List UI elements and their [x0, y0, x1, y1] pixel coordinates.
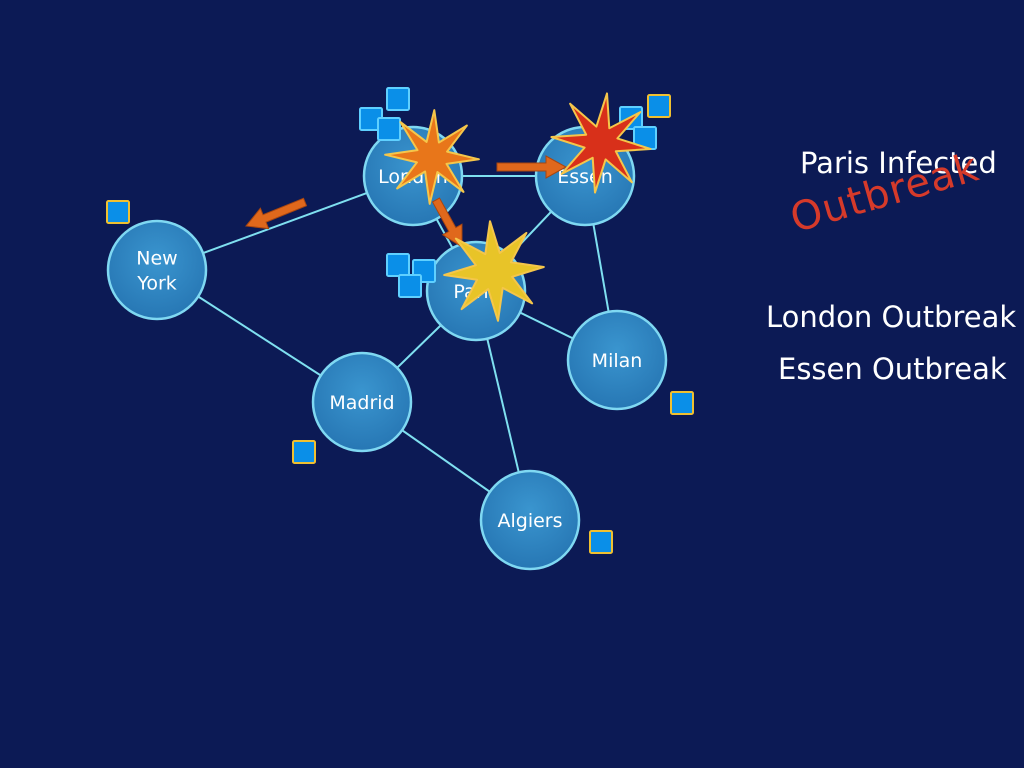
city-label: Milan	[592, 350, 643, 372]
london-outbreak-star	[384, 109, 480, 205]
infection-cube	[398, 274, 422, 298]
arrow-london-to-essen	[496, 155, 568, 179]
infection-cube	[386, 253, 410, 277]
paris-infection-star	[443, 220, 545, 322]
infection-cube	[647, 94, 671, 118]
infection-cubes	[106, 87, 694, 554]
outbreak-arrows	[245, 155, 568, 248]
city-node-algiers: Algiers	[479, 469, 581, 571]
city-circle	[566, 309, 668, 411]
city-label: Algiers	[497, 510, 562, 532]
city-node-madrid: Madrid	[311, 351, 413, 453]
essen-outbreak-star	[550, 92, 652, 194]
city-circle	[106, 219, 208, 321]
infection-cube	[106, 200, 130, 224]
infection-cube	[377, 117, 401, 141]
infection-cube	[292, 440, 316, 464]
city-label: Madrid	[329, 392, 394, 414]
city-node-milan: Milan	[566, 309, 668, 411]
city-circle	[311, 351, 413, 453]
city-label: New	[136, 248, 177, 270]
infection-cube	[589, 530, 613, 554]
city-nodes: NewYorkLondonEssenParisMilanMadridAlgier…	[106, 125, 668, 571]
arrow-london-to-new-york	[245, 197, 308, 230]
essen-outbreak-note: Essen Outbreak	[778, 352, 1007, 386]
outbreak-stars	[384, 92, 652, 322]
connection-lines	[156, 175, 618, 521]
arrow-london-to-paris	[431, 197, 463, 248]
paris-infected-note: Paris Infected	[800, 146, 997, 180]
city-circle	[479, 469, 581, 571]
infection-cube	[386, 87, 410, 111]
london-outbreak-note: London Outbreak	[766, 300, 1017, 334]
city-label: York	[136, 273, 177, 295]
infection-cube	[670, 391, 694, 415]
